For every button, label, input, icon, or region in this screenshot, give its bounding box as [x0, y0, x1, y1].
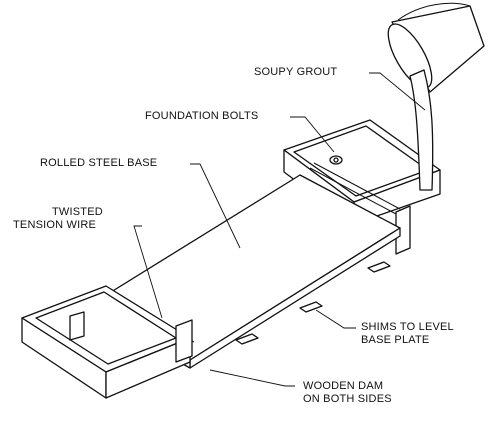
label-base-plate: BASE PLATE [361, 334, 430, 346]
label-shims-to-level: SHIMS TO LEVEL [361, 321, 454, 333]
shims [235, 261, 391, 345]
label-soupy-grout: SOUPY GROUT [254, 66, 338, 78]
label-tension-wire: TENSION WIRE [13, 219, 97, 231]
foundation-bolt-right [329, 155, 343, 165]
label-twisted: TWISTED [52, 206, 103, 218]
leader-lines [133, 72, 426, 387]
label-wooden-dam: WOODEN DAM [303, 380, 384, 392]
label-rolled-steel-base: ROLLED STEEL BASE [40, 157, 158, 169]
left-wooden-dam [21, 285, 193, 399]
label-foundation-bolts: FOUNDATION BOLTS [145, 110, 259, 122]
label-on-both-sides: ON BOTH SIDES [303, 393, 392, 405]
grout-bucket [387, 2, 485, 191]
